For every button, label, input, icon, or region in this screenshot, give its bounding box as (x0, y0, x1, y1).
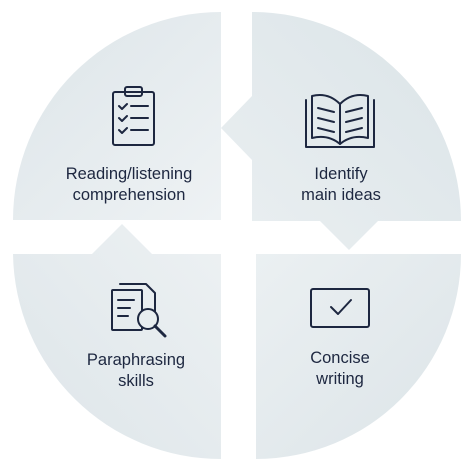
clipboard-checklist-icon (112, 86, 155, 146)
label-line: Paraphrasing (86, 351, 186, 369)
label-line: Reading/listening (65, 165, 193, 183)
label-line: main ideas (301, 186, 381, 204)
segment-bottom-right (256, 254, 461, 459)
segment-bottom-left (13, 224, 221, 460)
label-identify-main-ideas: Identify main ideas (256, 164, 426, 206)
label-paraphrasing-skills: Paraphrasing skills (51, 350, 221, 392)
label-line: Concise (310, 349, 370, 367)
label-line: Identify (314, 165, 368, 183)
monitor-checkmark-icon (310, 288, 370, 328)
document-magnifier-icon (111, 283, 167, 338)
label-line: writing (316, 370, 364, 388)
open-book-icon (305, 94, 375, 148)
label-line: skills (118, 372, 154, 390)
segment-top-left (13, 12, 221, 220)
label-concise-writing: Concise writing (255, 348, 425, 390)
label-reading-listening-comprehension: Reading/listening comprehension (44, 164, 214, 206)
label-line: comprehension (72, 186, 186, 204)
